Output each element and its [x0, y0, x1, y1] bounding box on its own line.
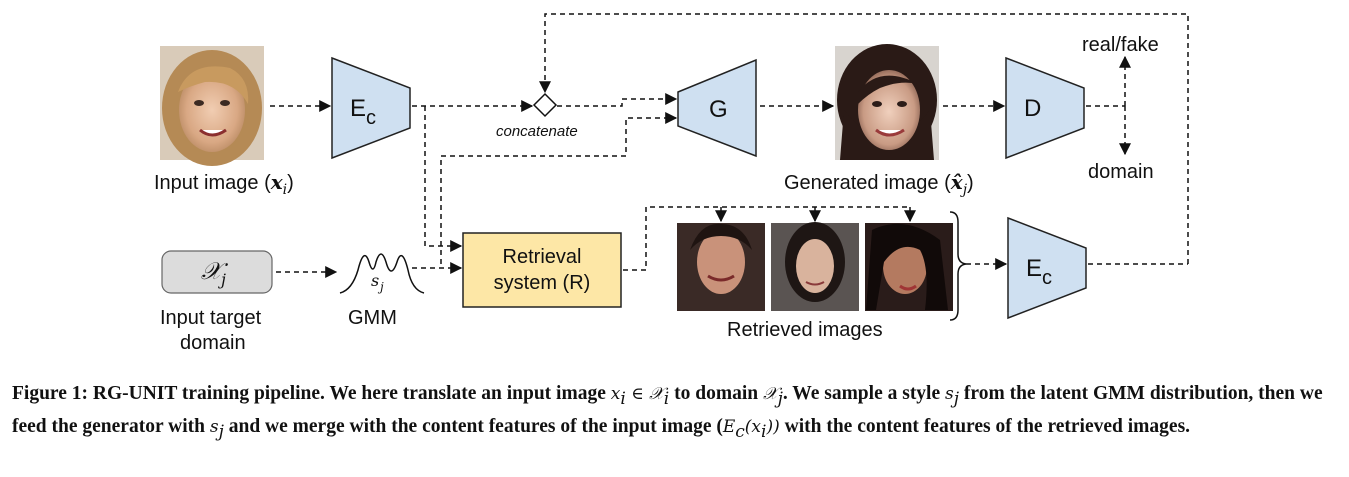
- retrieved-image-2: [771, 222, 859, 311]
- encoder-bottom: E c: [1007, 216, 1087, 320]
- retrieval-label-line2: system (R): [494, 272, 591, 294]
- concatenate-label: concatenate: [496, 123, 578, 140]
- discriminator: D: [1005, 56, 1085, 160]
- retrieval-label-line1: Retrieval: [503, 246, 582, 268]
- encoder-bottom-subscript: c: [1042, 267, 1052, 289]
- target-domain-subscript: j: [218, 270, 226, 289]
- pipeline-diagram: E c concatenate G D real/fake: [154, 13, 1189, 354]
- connector-arrows: [270, 13, 1189, 278]
- generator: G: [677, 58, 757, 158]
- retrieved-images-label: Retrieved images: [727, 319, 883, 341]
- generated-face-image: [835, 44, 939, 160]
- discriminator-label: D: [1024, 95, 1041, 122]
- figure-caption: Figure 1: RG-UNIT training pipeline. We …: [12, 383, 1323, 442]
- gmm-label: GMM: [348, 307, 397, 329]
- generator-label: G: [709, 96, 728, 123]
- input-target-label-line2: domain: [180, 332, 246, 354]
- domain-output-label: domain: [1088, 161, 1154, 183]
- encoder-top: E c: [331, 56, 411, 160]
- gmm-style-subscript: j: [377, 280, 384, 294]
- input-image-label: Input image (xi): [154, 170, 294, 198]
- real-fake-label: real/fake: [1082, 34, 1159, 56]
- retrieved-image-3: [865, 223, 953, 311]
- gmm-style-symbol: s: [371, 271, 379, 290]
- retrieved-image-1: [677, 223, 765, 311]
- encoder-bottom-label: E: [1026, 255, 1042, 282]
- retrieval-system-box: Retrieval system (R): [462, 232, 622, 308]
- encoder-top-label: E: [350, 95, 366, 122]
- generated-image-label: Generated image (x̂j): [784, 170, 974, 198]
- gmm-curve: s j: [339, 253, 425, 294]
- input-face-image: [160, 46, 264, 166]
- target-domain-box: 𝒳 j: [161, 250, 273, 294]
- concatenate-node: [532, 92, 558, 118]
- encoder-top-subscript: c: [366, 107, 376, 129]
- input-target-label-line1: Input target: [160, 307, 262, 329]
